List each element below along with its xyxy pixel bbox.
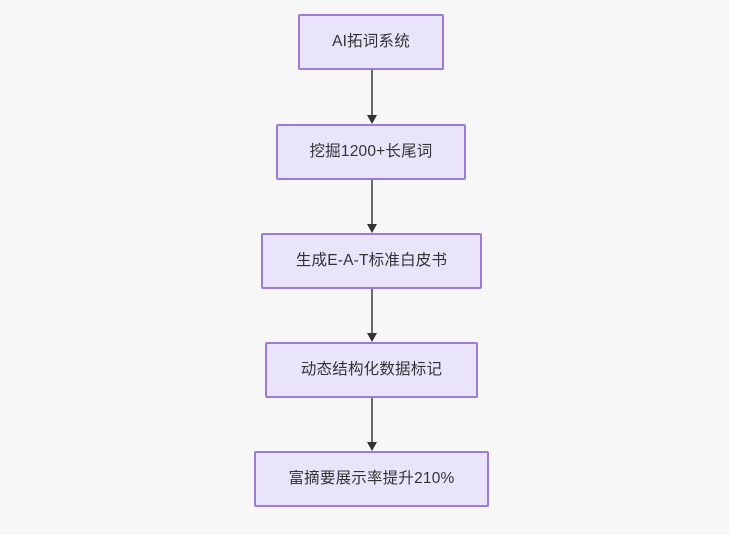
arrowhead-icon bbox=[367, 333, 377, 342]
node-label: 生成E-A-T标准白皮书 bbox=[295, 251, 448, 269]
node-label: AI拓词系统 bbox=[332, 32, 410, 50]
node-label: 挖掘1200+长尾词 bbox=[309, 142, 433, 160]
node-label: 富摘要展示率提升210% bbox=[288, 469, 455, 487]
flowchart-node-rich-snippet-rate-increase[interactable]: 富摘要展示率提升210% bbox=[254, 451, 489, 507]
arrowhead-icon bbox=[367, 115, 377, 124]
edge-line bbox=[371, 70, 373, 115]
flowchart-node-mine-longtail-keywords[interactable]: 挖掘1200+长尾词 bbox=[276, 124, 466, 180]
edge-line bbox=[371, 398, 373, 442]
edge-line bbox=[371, 289, 373, 333]
node-label: 动态结构化数据标记 bbox=[300, 360, 443, 378]
arrowhead-icon bbox=[367, 224, 377, 233]
arrowhead-icon bbox=[367, 442, 377, 451]
edge-line bbox=[371, 180, 373, 224]
flowchart-node-ai-keyword-system[interactable]: AI拓词系统 bbox=[298, 14, 444, 70]
flowchart-node-generate-eat-whitepaper[interactable]: 生成E-A-T标准白皮书 bbox=[261, 233, 482, 289]
flowchart-node-dynamic-structured-data-markup[interactable]: 动态结构化数据标记 bbox=[265, 342, 478, 398]
